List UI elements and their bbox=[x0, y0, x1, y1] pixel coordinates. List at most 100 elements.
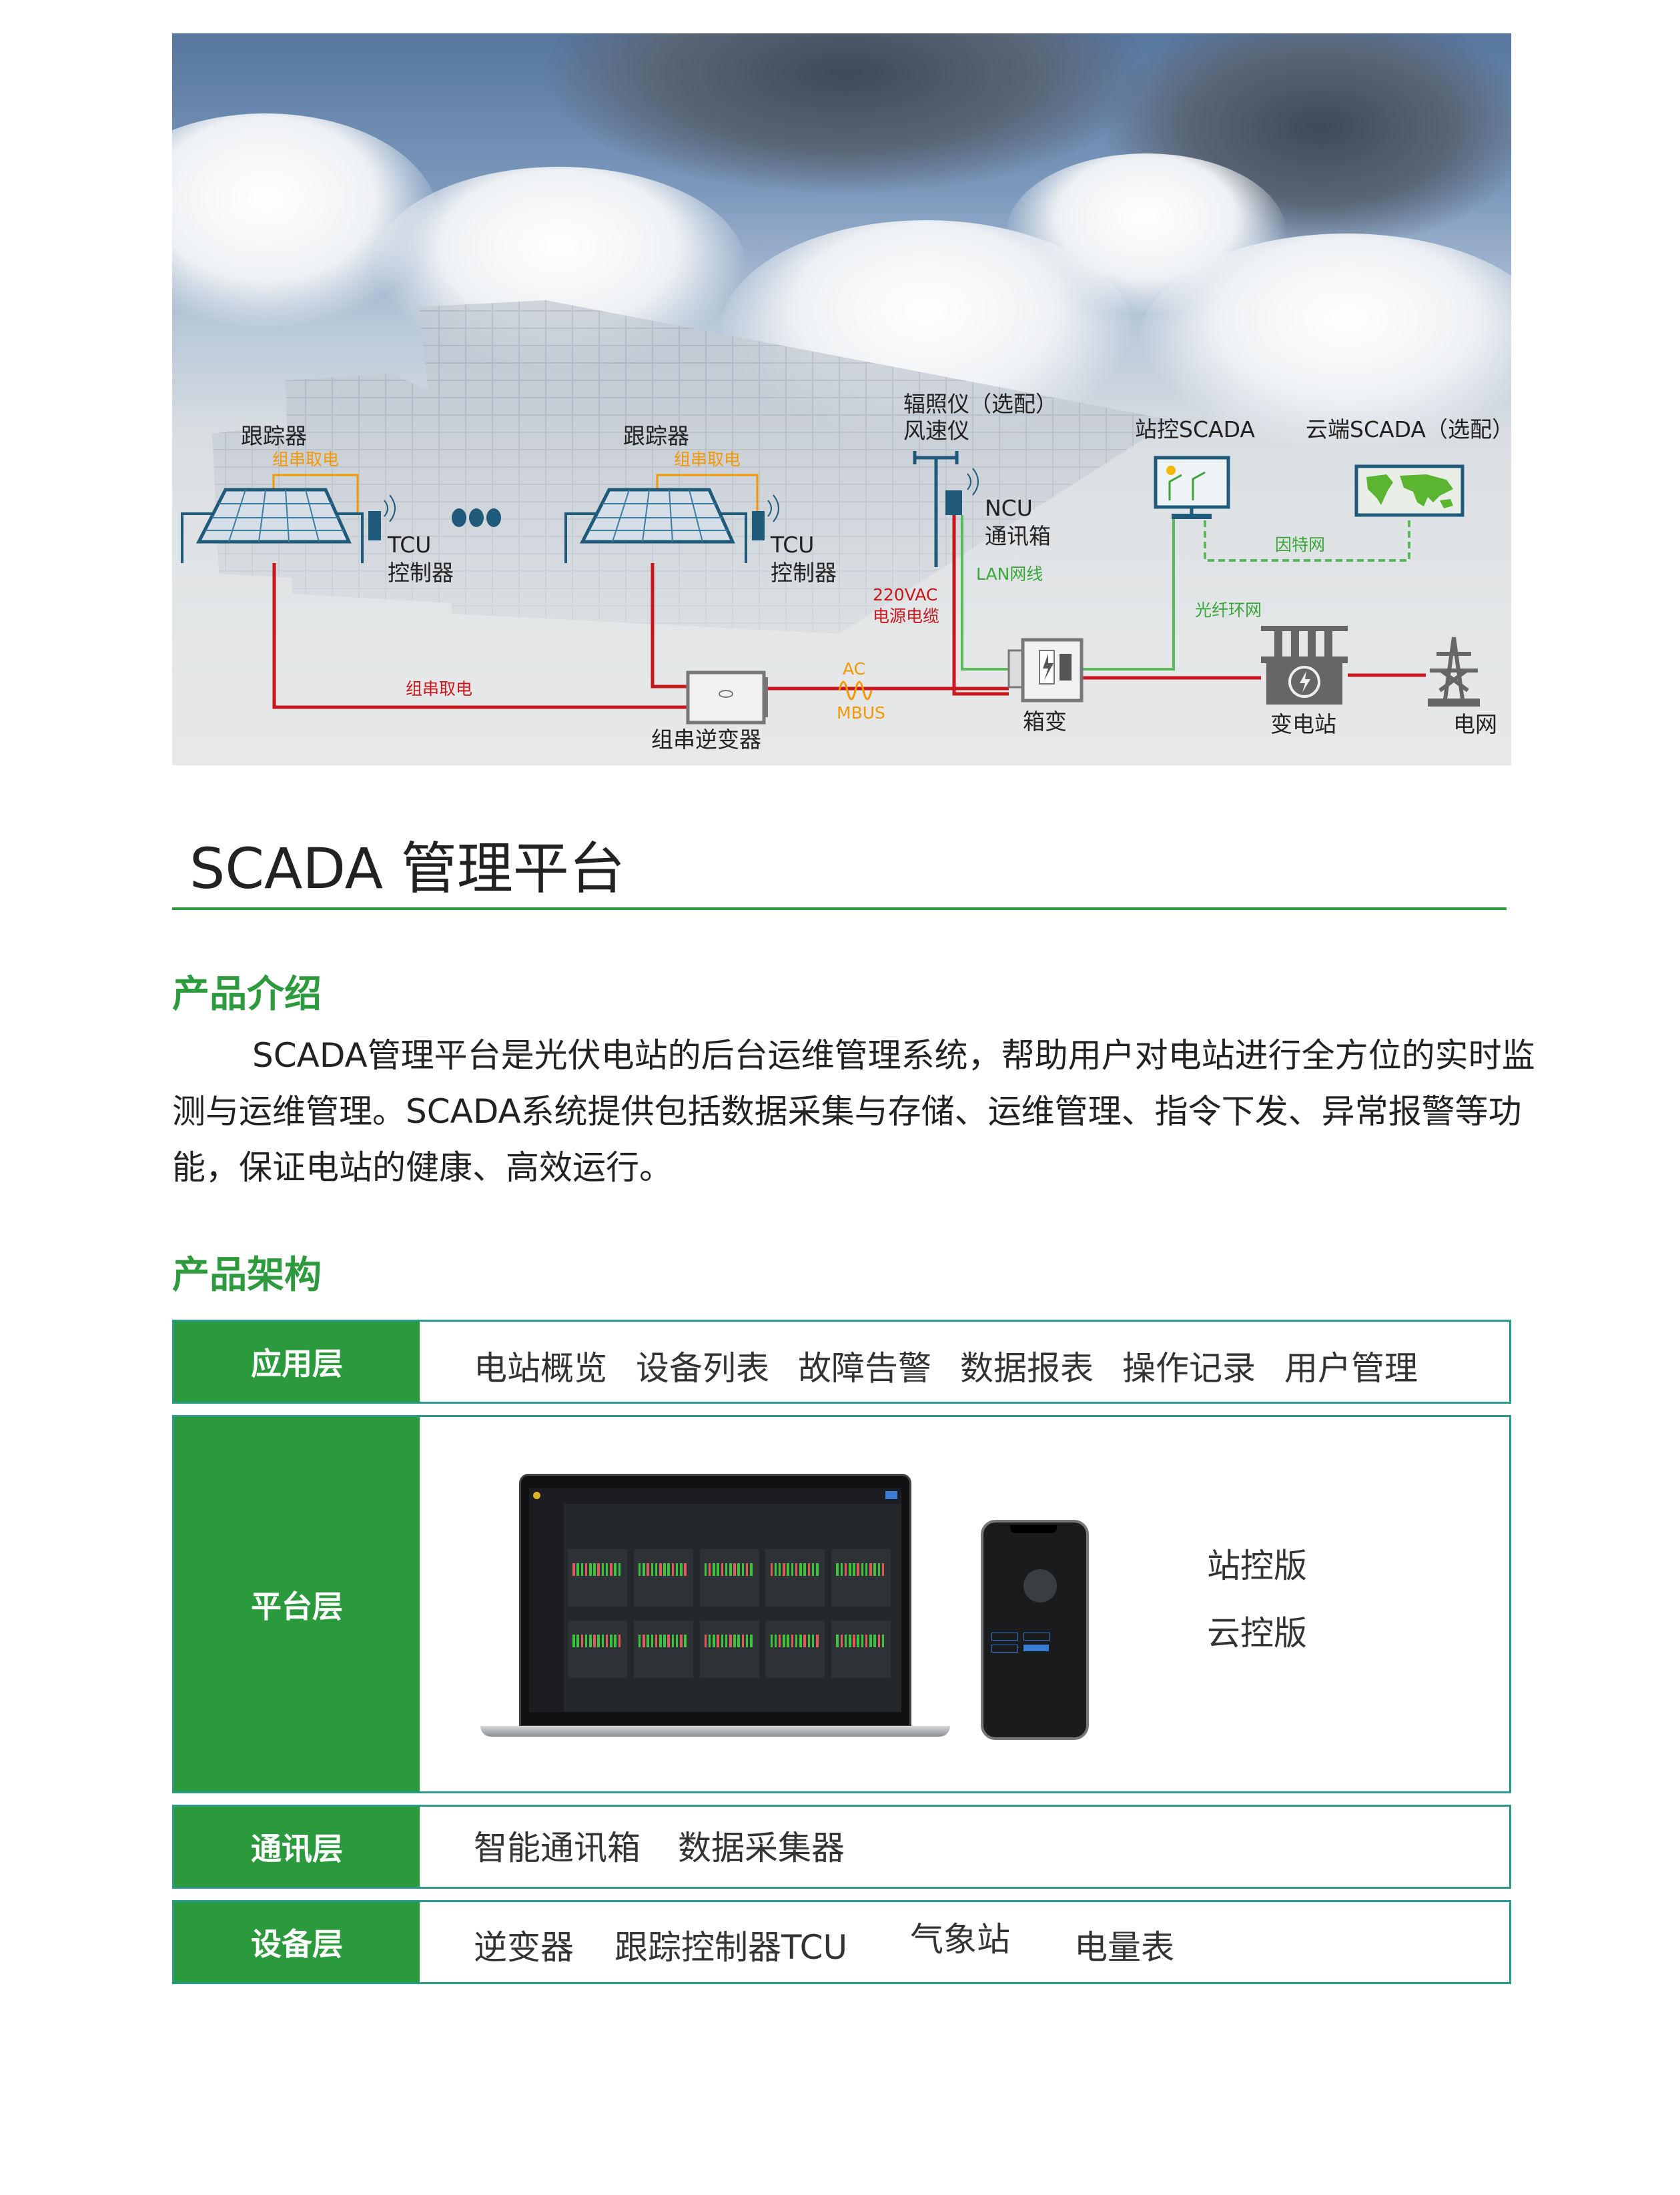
status-bar bbox=[853, 1563, 855, 1577]
internet-label: 因特网 bbox=[1275, 535, 1326, 554]
app-item: 故障告警 bbox=[798, 1349, 931, 1388]
status-bar bbox=[671, 1635, 675, 1648]
cloud-scada-world-map-icon bbox=[1354, 464, 1464, 517]
status-bar bbox=[643, 1563, 645, 1577]
status-bar bbox=[861, 1563, 864, 1577]
status-bar bbox=[680, 1635, 683, 1648]
status-bar bbox=[844, 1563, 847, 1577]
status-bar bbox=[844, 1635, 847, 1648]
intro-line-2: 测与运维管理。SCADA系统提供包括数据采集与存储、运维管理、指令下发、异常报警… bbox=[172, 1092, 1522, 1131]
status-bar bbox=[717, 1635, 719, 1648]
status-bar bbox=[671, 1563, 675, 1577]
tcu-1-label: TCU bbox=[388, 532, 432, 558]
status-bar bbox=[745, 1563, 749, 1577]
layer-label: 应用层 bbox=[174, 1322, 420, 1402]
status-bar bbox=[721, 1635, 724, 1648]
status-bar bbox=[572, 1563, 575, 1577]
status-bar bbox=[601, 1563, 604, 1577]
architecture-heading: 产品架构 bbox=[172, 1254, 322, 1297]
status-bar bbox=[729, 1635, 732, 1648]
phone-body bbox=[981, 1520, 1089, 1740]
status-bar bbox=[750, 1635, 753, 1648]
device-card bbox=[765, 1549, 825, 1607]
status-bar bbox=[614, 1563, 616, 1577]
status-bar bbox=[675, 1563, 679, 1577]
substation-icon bbox=[1261, 626, 1348, 705]
comm-item: 智能通讯箱 bbox=[474, 1829, 641, 1867]
status-bar bbox=[770, 1563, 773, 1577]
status-bar bbox=[651, 1563, 654, 1577]
device-item: 逆变器 bbox=[474, 1928, 574, 1967]
string-power-lines bbox=[272, 474, 759, 512]
anemometer-label: 风速仪 bbox=[903, 418, 969, 444]
status-bar bbox=[737, 1563, 741, 1577]
grid-label: 电网 bbox=[1453, 711, 1497, 737]
status-bar bbox=[643, 1635, 645, 1648]
app-item: 数据报表 bbox=[960, 1349, 1094, 1388]
control-button bbox=[1023, 1645, 1049, 1651]
status-bar bbox=[576, 1563, 579, 1577]
control-button bbox=[991, 1645, 1018, 1653]
weather-mast-icon bbox=[913, 451, 979, 567]
substation-label: 变电站 bbox=[1270, 711, 1336, 737]
layer-label: 通讯层 bbox=[174, 1807, 420, 1887]
device-item: 跟踪控制器TCU bbox=[614, 1928, 848, 1967]
intro-heading: 产品介绍 bbox=[172, 973, 322, 1016]
status-bar bbox=[853, 1635, 855, 1648]
ncu-sublabel: 通讯箱 bbox=[985, 523, 1051, 549]
status-bar bbox=[725, 1635, 728, 1648]
app-item: 设备列表 bbox=[636, 1349, 769, 1388]
status-bar bbox=[811, 1563, 815, 1577]
box-transformer-label: 箱变 bbox=[1023, 709, 1067, 735]
status-bar bbox=[795, 1563, 798, 1577]
status-bar bbox=[877, 1563, 881, 1577]
status-bar bbox=[704, 1563, 707, 1577]
laptop-screen bbox=[529, 1488, 901, 1712]
status-bar bbox=[704, 1635, 707, 1648]
status-bar bbox=[680, 1563, 683, 1577]
device-card bbox=[633, 1549, 693, 1607]
status-bar bbox=[610, 1563, 612, 1577]
status-bar bbox=[807, 1563, 811, 1577]
status-bar bbox=[795, 1635, 798, 1648]
fiber-ring-label: 光纤环网 bbox=[1195, 600, 1262, 620]
status-bar bbox=[675, 1635, 679, 1648]
layer-label: 设备层 bbox=[174, 1902, 420, 1982]
intro-line-1: SCADA管理平台是光伏电站的后台运维管理系统，帮助用户对电站进行全方位的实时监 bbox=[252, 1036, 1535, 1075]
tracker-1-power-label: 组串取电 bbox=[272, 450, 340, 469]
status-bar bbox=[881, 1563, 885, 1577]
tracker-2-label: 跟踪器 bbox=[623, 423, 689, 449]
string-power-label: 组串取电 bbox=[406, 679, 473, 699]
app-item: 操作记录 bbox=[1122, 1349, 1256, 1388]
status-bar bbox=[663, 1563, 666, 1577]
device-card bbox=[568, 1549, 627, 1607]
irradiance-label: 辐照仪（选配） bbox=[903, 391, 1058, 417]
tcu-1-sublabel: 控制器 bbox=[388, 560, 454, 586]
lan-label: LAN网线 bbox=[976, 564, 1043, 584]
status-bar bbox=[774, 1563, 777, 1577]
platform-edition-cloud: 云控版 bbox=[1207, 1614, 1307, 1653]
system-topology-diagram: 跟踪器 组串取电 TCU 控制器 跟踪器 组串取电 TCU 控制器 辐照仪（选配… bbox=[172, 33, 1511, 765]
comm-lines bbox=[961, 515, 1410, 671]
station-scada-monitor-icon bbox=[1154, 456, 1230, 519]
status-bar bbox=[770, 1635, 773, 1648]
status-bar bbox=[783, 1563, 785, 1577]
status-bar bbox=[840, 1563, 843, 1577]
device-card bbox=[568, 1621, 627, 1678]
tracker-2-power-label: 组串取电 bbox=[674, 450, 741, 469]
device-card-grid bbox=[568, 1549, 897, 1692]
laptop-base bbox=[480, 1726, 950, 1737]
laptop-screenshot bbox=[480, 1474, 950, 1749]
status-bar bbox=[605, 1635, 608, 1648]
mbus-label: MBUS bbox=[837, 703, 885, 723]
intro-line-3: 能，保证电站的健康、高效运行。 bbox=[172, 1148, 673, 1187]
status-bar bbox=[799, 1563, 802, 1577]
status-bar bbox=[580, 1635, 584, 1648]
status-bar bbox=[745, 1635, 749, 1648]
control-button bbox=[991, 1633, 1018, 1641]
grid-tower-icon bbox=[1428, 636, 1480, 707]
status-bar bbox=[601, 1635, 604, 1648]
status-bar bbox=[610, 1635, 612, 1648]
status-bar bbox=[869, 1563, 872, 1577]
phone-screenshot bbox=[981, 1520, 1089, 1740]
